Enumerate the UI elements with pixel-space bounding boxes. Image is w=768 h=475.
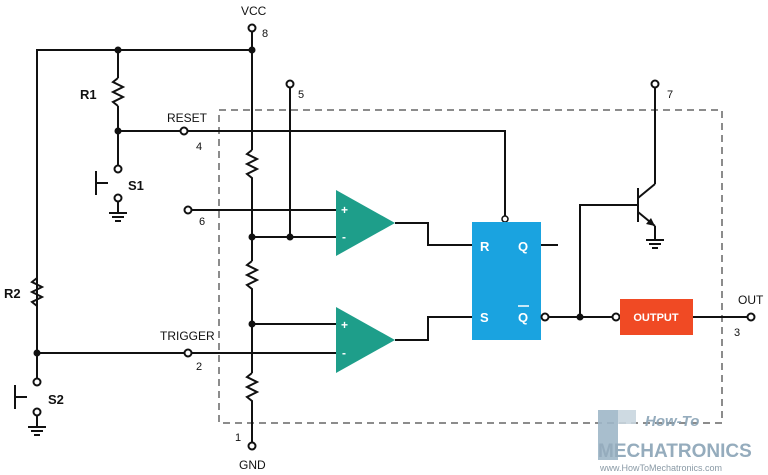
- flipflop-q-label: Q: [518, 239, 528, 254]
- reset-net: [118, 126, 509, 223]
- pin5-net: [285, 79, 295, 241]
- watermark-line1: How-To: [645, 413, 699, 430]
- vcc-label: VCC: [241, 4, 267, 18]
- s1-switch: [95, 131, 127, 222]
- vcc-net: [36, 23, 257, 446]
- s2-label: S2: [48, 392, 64, 407]
- pin5-label: 5: [298, 89, 304, 101]
- ic-boundary: [218, 109, 723, 424]
- lower-comparator: + -: [336, 307, 472, 373]
- pin8-label: 8: [262, 28, 268, 40]
- pin4-terminal: [179, 126, 189, 136]
- upper-comparator: + -: [336, 190, 472, 256]
- pin7-label: 7: [667, 89, 673, 101]
- r2-label: R2: [4, 286, 21, 301]
- pin6-net: [183, 205, 336, 325]
- svg-text:-: -: [342, 230, 346, 244]
- discharge-transistor: [637, 79, 664, 249]
- pin7-terminal: [650, 79, 660, 89]
- logo-icon: [598, 410, 618, 460]
- flipflop-s-label: S: [480, 310, 489, 325]
- pin8-terminal: [247, 23, 257, 33]
- trigger-net: [33, 348, 336, 358]
- trigger-label: TRIGGER: [160, 329, 215, 343]
- s1-label: S1: [128, 178, 144, 193]
- svg-text:OUTPUT: OUTPUT: [633, 312, 679, 324]
- r1-label: R1: [80, 87, 97, 102]
- watermark-url: www.HowToMechatronics.com: [599, 463, 722, 473]
- pin5-terminal: [285, 79, 295, 89]
- out-label: OUT: [738, 293, 764, 307]
- output-block: OUTPUT: [620, 299, 756, 335]
- reset-label: RESET: [167, 111, 208, 125]
- junction: [248, 46, 256, 54]
- svg-text:+: +: [341, 318, 348, 332]
- r1-resistor: [110, 50, 126, 135]
- s2-switch: [14, 353, 46, 436]
- watermark-logo: How-To MECHATRONICS www.HowToMechatronic…: [598, 410, 752, 473]
- pin1-terminal: [247, 441, 257, 451]
- pin4-label: 4: [196, 141, 202, 153]
- flipflop-r-label: R: [480, 239, 490, 254]
- svg-text:+: +: [341, 203, 348, 217]
- pin2-terminal: [183, 348, 193, 358]
- sr-flipflop: R S Q Q: [472, 222, 558, 340]
- pin1-label: 1: [235, 432, 241, 444]
- pin6-terminal: [183, 205, 193, 215]
- gnd-label: GND: [239, 458, 266, 472]
- svg-text:-: -: [342, 346, 346, 360]
- output-net: [549, 204, 638, 322]
- pin3-label: 3: [734, 327, 740, 339]
- flipflop-qbar-label: Q: [518, 310, 528, 325]
- watermark-line2: MECHATRONICS: [598, 441, 752, 462]
- r2-resistor: [29, 277, 45, 307]
- pin2-label: 2: [196, 361, 202, 373]
- divider-resistors: [244, 149, 260, 451]
- pin3-terminal: [746, 312, 756, 322]
- pin6-label: 6: [199, 216, 205, 228]
